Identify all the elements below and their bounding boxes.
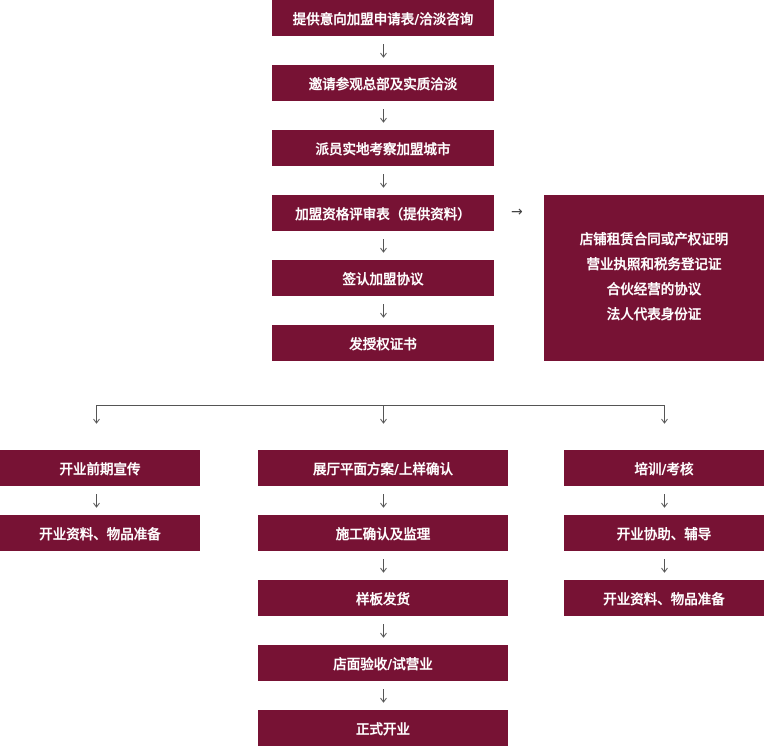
document-item: 法人代表身份证	[606, 307, 702, 323]
main-step-6: 发授权证书	[272, 325, 494, 361]
middle-step-3: 样板发货	[258, 580, 508, 616]
main-step-1: 提供意向加盟申请表/洽淡咨询	[272, 0, 494, 36]
required-documents-box: 店铺租赁合同或产权证明 营业执照和税务登记证 合伙经营的协议 法人代表身份证	[544, 195, 764, 361]
down-arrow-icon	[378, 406, 389, 424]
down-arrow-icon	[378, 689, 389, 703]
middle-step-5: 正式开业	[258, 710, 508, 746]
down-arrow-icon	[659, 494, 670, 508]
right-step-3: 开业资料、物品准备	[564, 580, 764, 616]
branch-connector-horizontal	[96, 405, 665, 406]
down-arrow-icon	[659, 559, 670, 573]
main-step-3: 派员实地考察加盟城市	[272, 130, 494, 166]
down-arrow-icon	[378, 304, 389, 318]
main-step-4: 加盟资格评审表（提供资料）	[272, 195, 494, 231]
middle-step-1: 展厅平面方案/上样确认	[258, 450, 508, 486]
document-item: 合伙经营的协议	[606, 282, 702, 298]
down-arrow-icon	[659, 406, 670, 424]
down-arrow-icon	[378, 239, 389, 253]
down-arrow-icon	[378, 174, 389, 188]
down-arrow-icon	[91, 494, 102, 508]
right-step-2: 开业协助、辅导	[564, 515, 764, 551]
down-arrow-icon	[378, 109, 389, 123]
main-step-5: 签认加盟协议	[272, 260, 494, 296]
down-arrow-icon	[378, 494, 389, 508]
down-arrow-icon	[91, 406, 102, 424]
right-step-1: 培训/考核	[564, 450, 764, 486]
right-arrow-icon: →	[511, 204, 523, 220]
main-step-2: 邀请参观总部及实质洽淡	[272, 65, 494, 101]
left-step-1: 开业前期宣传	[0, 450, 200, 486]
left-step-2: 开业资料、物品准备	[0, 515, 200, 551]
down-arrow-icon	[378, 44, 389, 58]
middle-step-4: 店面验收/试营业	[258, 645, 508, 681]
document-item: 店铺租赁合同或产权证明	[579, 232, 729, 248]
down-arrow-icon	[378, 624, 389, 638]
middle-step-2: 施工确认及监理	[258, 515, 508, 551]
document-item: 营业执照和税务登记证	[586, 257, 722, 273]
down-arrow-icon	[378, 559, 389, 573]
